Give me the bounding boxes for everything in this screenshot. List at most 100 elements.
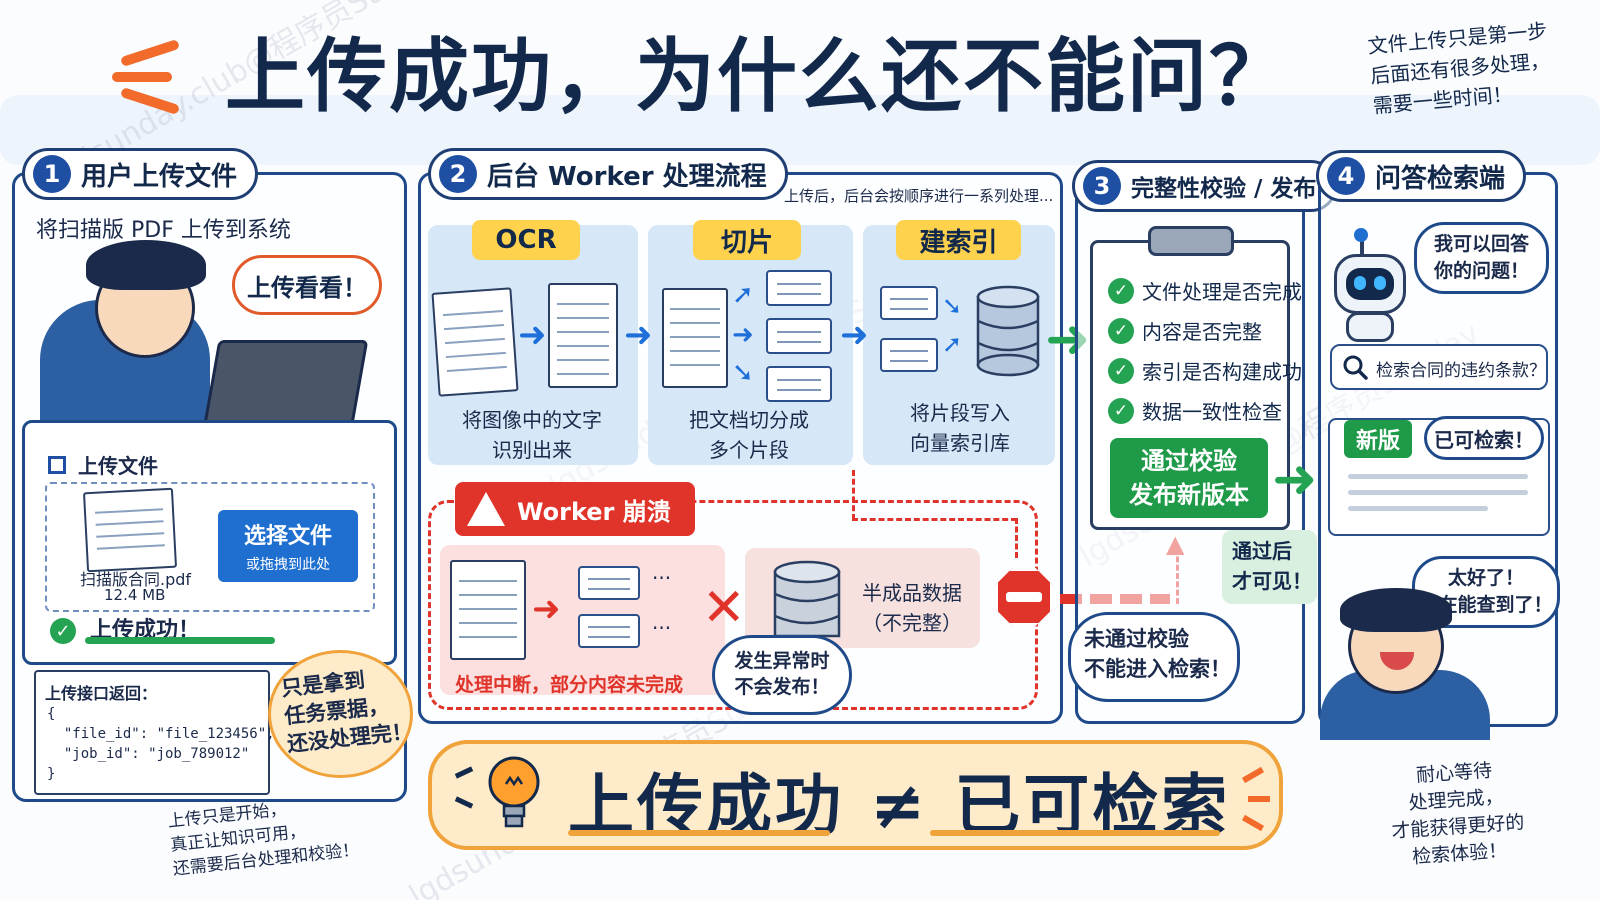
step-number: 3 <box>1083 167 1121 205</box>
lightbulb-icon <box>488 756 540 828</box>
ray-icon <box>1248 796 1270 802</box>
ellipsis: ··· <box>652 616 672 640</box>
fail-path <box>852 518 1017 521</box>
caption-line: 将图像中的文字 <box>462 408 602 432</box>
select-file-button[interactable]: 选择文件 或拖拽到此处 <box>218 510 358 582</box>
no-publish-note: 发生异常时 不会发布！ <box>732 648 832 700</box>
doc-icon <box>450 560 526 660</box>
chunk-card-icon <box>766 318 832 354</box>
caption-line: 向量索引库 <box>910 431 1010 455</box>
label-line: 半成品数据 <box>862 581 962 605</box>
api-response-box <box>34 670 270 795</box>
speech-line: 我可以回答 <box>1433 233 1529 255</box>
search-icon <box>1343 355 1368 380</box>
visible-note-bg <box>1222 530 1317 604</box>
search-input[interactable] <box>1330 344 1548 390</box>
ready-text: 已可检索！ <box>1434 427 1534 452</box>
arrow-icon: ➘ <box>732 358 754 388</box>
stage-tag: 建索引 <box>896 220 1021 260</box>
page-title: 上传成功，为什么还不能问？ <box>225 30 1291 123</box>
caption-line: 将片段写入 <box>910 401 1010 425</box>
new-version-badge: 新版 <box>1344 420 1412 458</box>
robot-eye <box>1374 276 1386 290</box>
check-icon: ✓ <box>50 618 76 644</box>
fail-note: 未通过校验 不能进入检索！ <box>1084 624 1231 684</box>
check-icon: ✓ <box>1108 277 1134 304</box>
note-line: 发生异常时 <box>734 650 830 672</box>
button-sublabel: 或拖拽到此处 <box>246 557 330 573</box>
robot-eye <box>1354 276 1366 290</box>
stage-caption: 把文档切分成 多个片段 <box>674 405 824 465</box>
note-line: 不能进入检索！ <box>1084 657 1231 681</box>
stage-tag: OCR <box>472 220 580 260</box>
underline <box>568 830 830 836</box>
api-title: 上传接口返回： <box>45 684 158 703</box>
text-doc-icon <box>548 283 618 388</box>
api-line: } <box>47 766 56 782</box>
check-item: ✓索引是否构建成功 <box>1108 356 1302 385</box>
step-number: 1 <box>33 155 71 193</box>
arrow-right-icon: ➜ <box>1272 447 1318 510</box>
ticket-bubble <box>268 650 413 778</box>
api-line: "file_id": "file_123456", <box>47 726 275 742</box>
database-icon <box>773 560 841 638</box>
robot-antenna-tip <box>1354 228 1368 242</box>
check-label: 数据一致性检查 <box>1142 400 1282 424</box>
upload-panel <box>22 420 397 665</box>
section-title: 后台 Worker 处理流程 <box>487 161 767 192</box>
clipboard-clip-icon <box>1148 226 1234 256</box>
note-line: 通过后 <box>1232 539 1292 563</box>
arrow-icon: ➜ <box>532 589 561 629</box>
robot-body <box>1346 312 1394 342</box>
file-size: 12.4 MB <box>104 586 166 604</box>
caption-line: 把文档切分成 <box>689 408 809 432</box>
upload-panel-title: 上传文件 <box>78 454 158 478</box>
check-icon: ✓ <box>1108 317 1134 344</box>
section-title: 用户上传文件 <box>81 161 238 192</box>
arrow-icon: ➚ <box>732 280 754 310</box>
step-number: 2 <box>439 155 477 193</box>
fail-note-bubble <box>1068 612 1240 702</box>
result-line <box>1348 490 1528 495</box>
pdf-file-icon <box>82 487 178 573</box>
underline <box>930 830 1220 836</box>
note-line: 才可见！ <box>1232 569 1312 593</box>
check-item: ✓ 数据一致性检查 <box>1108 396 1282 425</box>
publish-button[interactable]: 通过校验 发布新版本 <box>1110 438 1268 518</box>
warning-icon <box>467 492 505 526</box>
visible-note: 通过后 才可见！ <box>1232 536 1312 596</box>
ellipsis: ··· <box>652 566 672 590</box>
bottom-note: 上传只是开始， 真正让知识可用， 还需要后台处理和校验！ <box>167 790 361 881</box>
speech-text: 我可以回答 你的问题！ <box>1434 231 1529 285</box>
worker-desc: 上传后，后台会按顺序进行一系列处理... <box>784 187 1054 205</box>
result-line <box>1348 506 1488 511</box>
speech-text: 太好了！ 现在能查到了！ <box>1419 565 1552 619</box>
arrow-icon: ➚ <box>942 330 963 358</box>
check-item: ✓内容是否完整 <box>1108 316 1262 345</box>
wait-note: 耐心等待 处理完成， 才能获得更好的 检索体验！ <box>1358 754 1555 875</box>
doc-icon <box>662 288 728 388</box>
button-line: 发布新版本 <box>1129 481 1249 509</box>
note-line: 未通过校验 <box>1084 627 1189 651</box>
arrow-icon: ➜ <box>518 315 547 355</box>
arrow-icon: ➜ <box>624 315 653 355</box>
happy-mouth <box>1380 652 1414 670</box>
progress-bar <box>85 637 275 644</box>
chunk-card-icon <box>766 270 832 306</box>
upload-panel-icon <box>48 456 66 474</box>
title-accent <box>112 72 172 82</box>
user-hair <box>86 240 206 290</box>
button-label: 选择文件 <box>243 524 332 549</box>
result-line <box>1348 474 1528 479</box>
speech-line: 你的问题！ <box>1433 260 1529 282</box>
label-line: （不完整） <box>862 611 962 635</box>
search-query: 检索合同的违约条款？ <box>1376 361 1546 381</box>
check-icon: ✓ <box>1108 397 1134 424</box>
arrow-icon: ➜ <box>840 315 869 355</box>
check-label: 文件处理是否完成 <box>1142 280 1302 304</box>
crash-text: Worker 崩溃 <box>517 497 671 526</box>
dropzone[interactable] <box>45 482 375 612</box>
ticket-note: 只是拿到 任务票据， 还没处理完！ <box>280 662 414 759</box>
section-title: 问答检索端 <box>1375 163 1506 194</box>
crash-caption: 处理中断，部分内容未完成 <box>455 674 684 696</box>
